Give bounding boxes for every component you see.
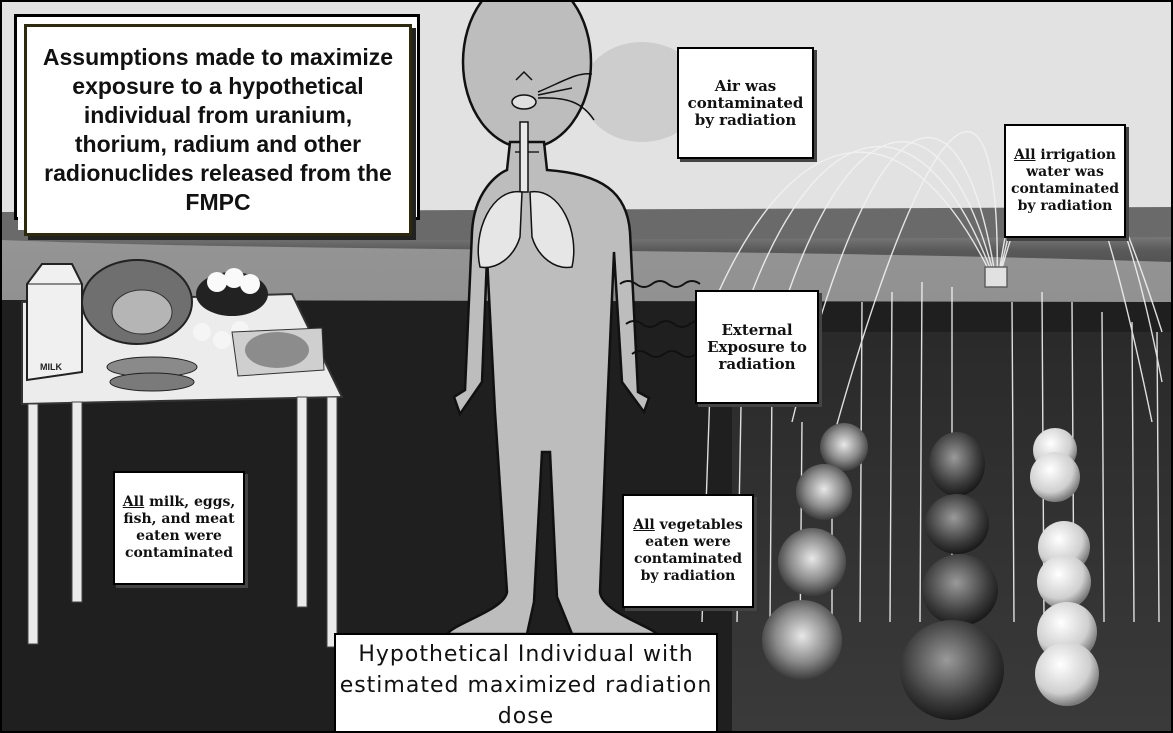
food-label-emphasis: All: [123, 494, 145, 510]
caption-text: Hypothetical Individual with estimated m…: [336, 639, 716, 732]
vegetables-label-emphasis: All: [633, 517, 655, 533]
title-text: Assumptions made to maximize exposure to…: [41, 43, 395, 217]
vegetables-label: All vegetables eaten were contaminated b…: [622, 494, 754, 608]
air-label: Air was contaminated by radiation: [677, 47, 814, 159]
irrigation-label-emphasis: All: [1014, 147, 1036, 163]
air-label-text: Air was contaminated by radiation: [679, 78, 812, 129]
external-exposure-label: External Exposure to radiation: [695, 290, 819, 404]
milk-label: MILK: [40, 362, 62, 372]
caption-box: Hypothetical Individual with estimated m…: [334, 633, 718, 733]
external-exposure-label-text: External Exposure to radiation: [697, 322, 817, 373]
title-box: Assumptions made to maximize exposure to…: [24, 24, 412, 236]
irrigation-label: All irrigation water was contaminated by…: [1004, 124, 1126, 238]
food-label: All milk, eggs, fish, and meat eaten wer…: [113, 471, 245, 585]
